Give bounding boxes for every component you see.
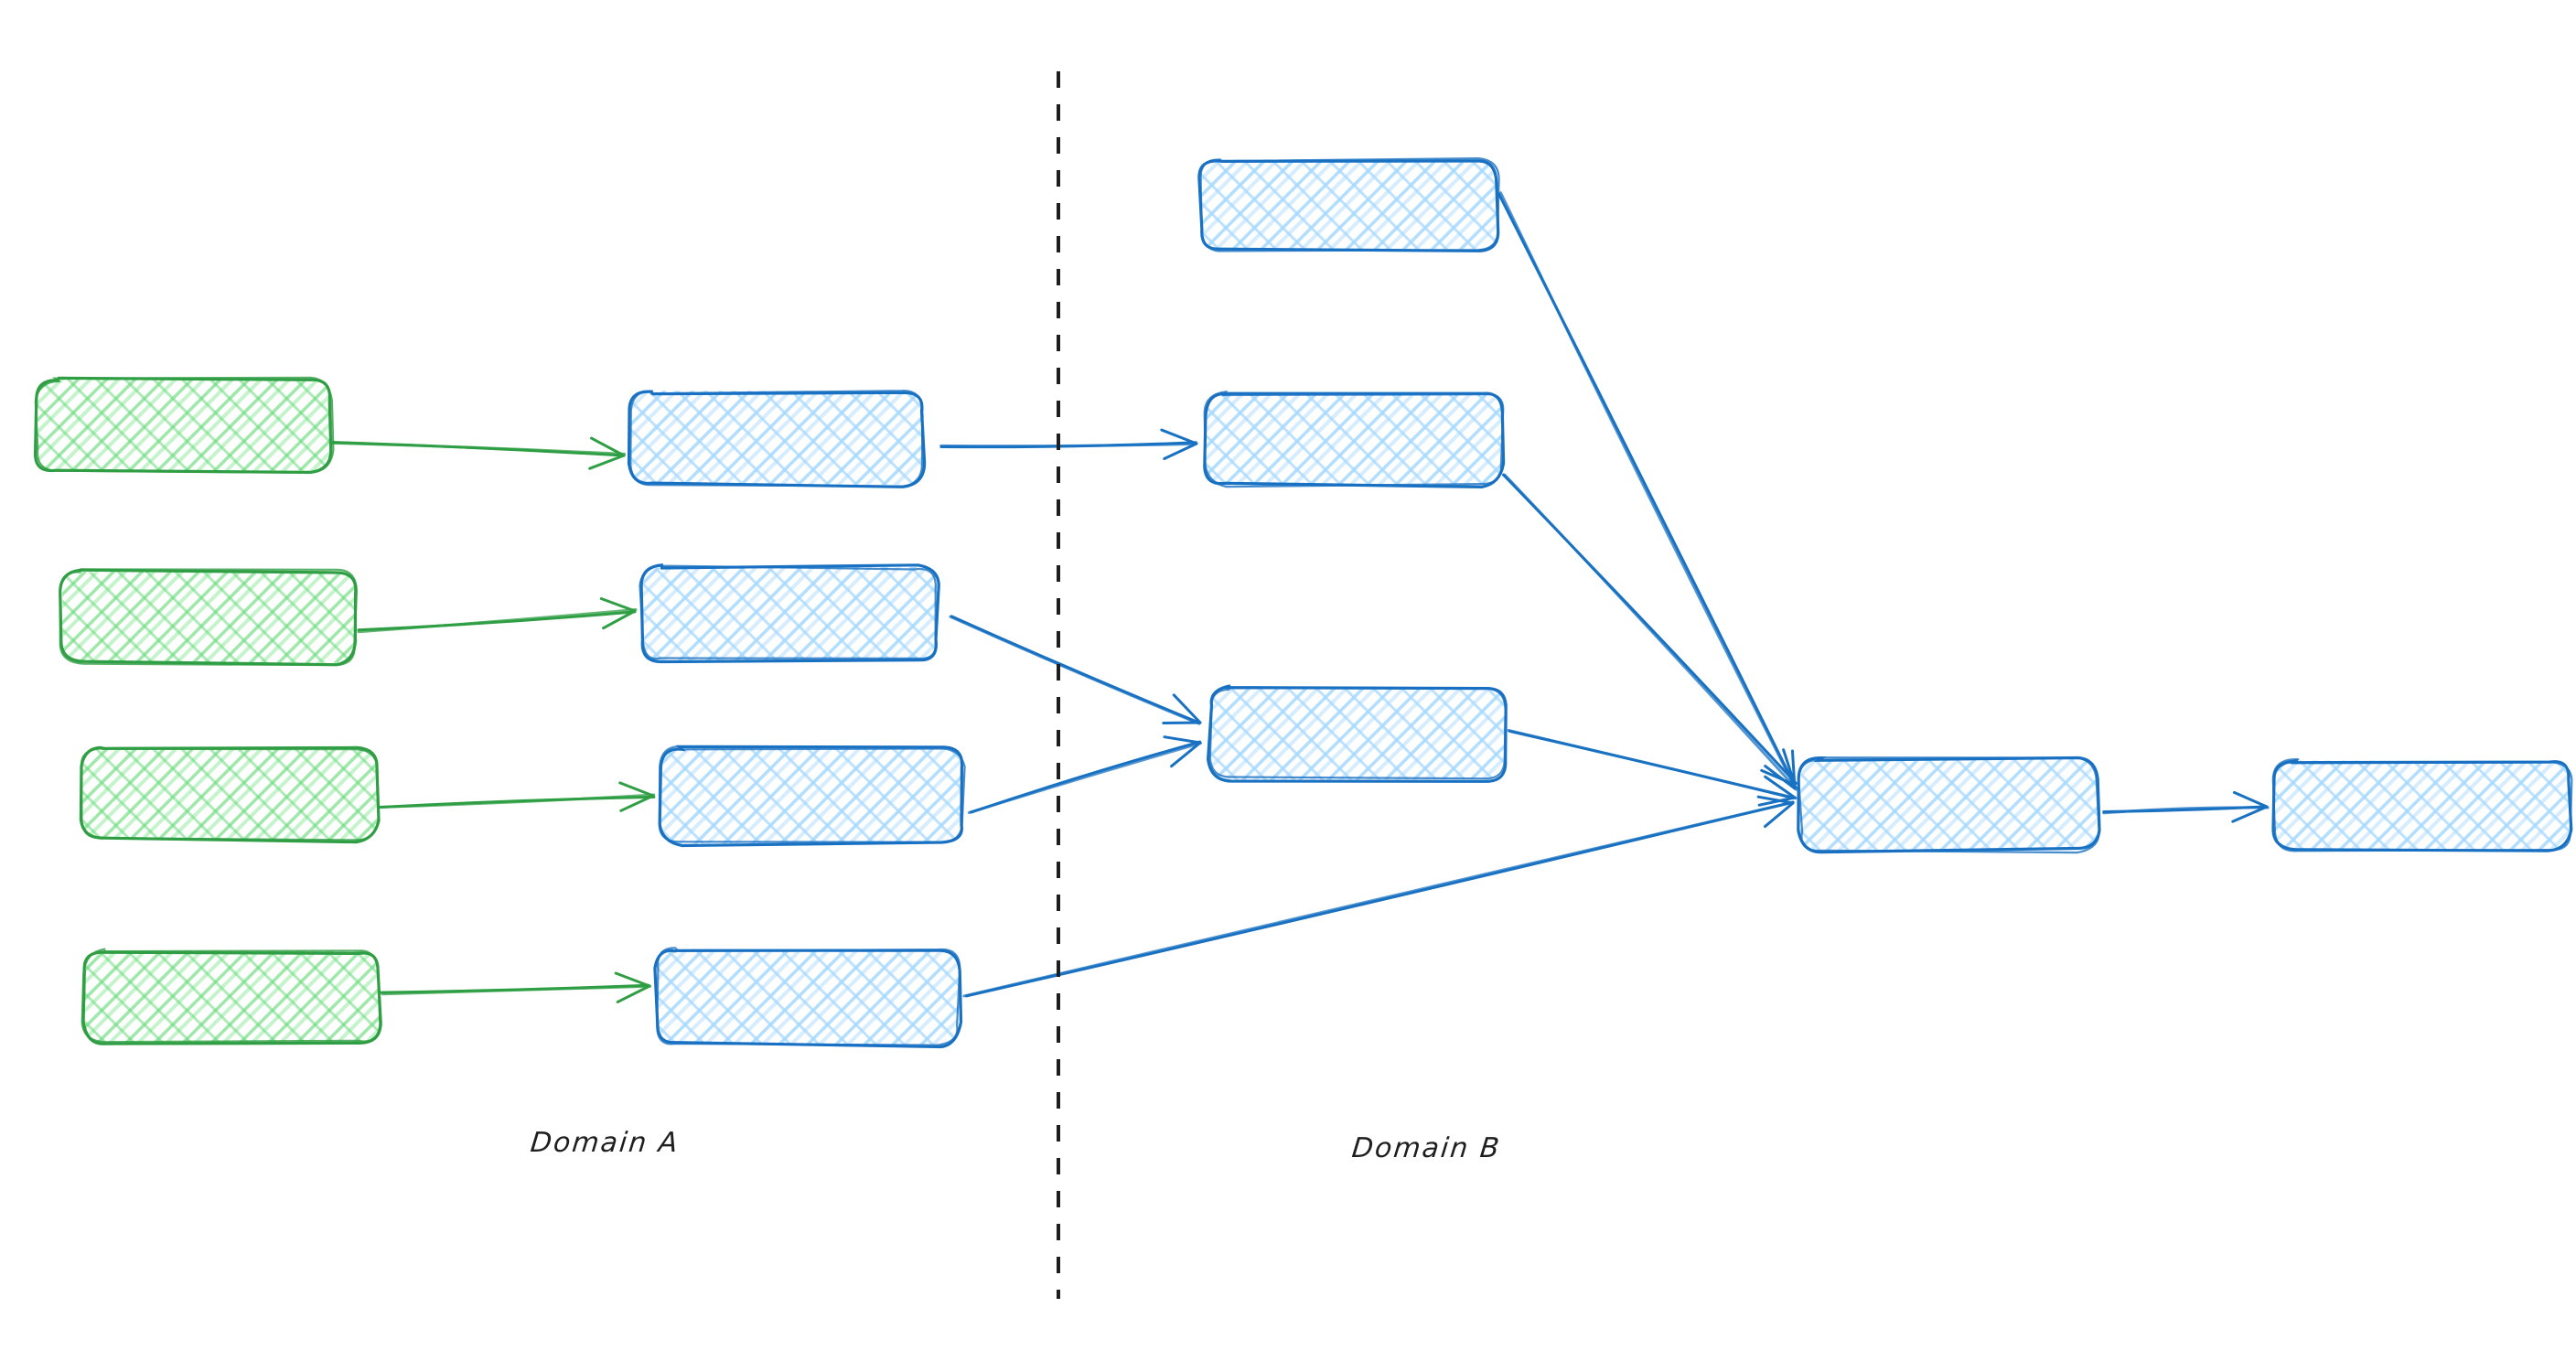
- node-b-mid[interactable]: [1203, 391, 1506, 489]
- edge-a-src-2-to-a-mid-2[interactable]: [357, 597, 638, 634]
- node-b-out[interactable]: [2271, 757, 2573, 852]
- edge-b-hub-to-b-out[interactable]: [2102, 790, 2270, 823]
- edge-a-src-4-to-a-mid-4[interactable]: [380, 971, 651, 1003]
- node-a-src-1[interactable]: [33, 376, 335, 475]
- edge-a-src-3-to-a-mid-3[interactable]: [379, 781, 656, 812]
- edge-a-mid-1-to-b-mid[interactable]: [939, 428, 1198, 460]
- edge-a-mid-3-to-b-low[interactable]: [967, 735, 1202, 814]
- node-layer: [33, 156, 2573, 1049]
- domain-a-label: Domain A: [529, 1127, 682, 1159]
- edge-layer: [330, 191, 2270, 1003]
- edge-b-low-to-b-hub[interactable]: [1507, 728, 1798, 807]
- node-a-mid-2[interactable]: [639, 563, 940, 664]
- domain-b-label: Domain B: [1350, 1132, 1503, 1164]
- edge-b-top-to-b-hub[interactable]: [1497, 191, 1798, 791]
- edge-a-mid-4-to-b-hub[interactable]: [962, 795, 1795, 998]
- node-a-src-3[interactable]: [79, 745, 381, 844]
- edge-a-src-1-to-a-mid-1[interactable]: [330, 436, 627, 470]
- edge-a-mid-2-to-b-low[interactable]: [949, 615, 1202, 725]
- node-a-mid-4[interactable]: [653, 947, 963, 1049]
- node-a-src-2[interactable]: [59, 568, 359, 667]
- edge-b-mid-to-b-hub[interactable]: [1502, 473, 1798, 788]
- node-b-low[interactable]: [1206, 684, 1508, 783]
- node-a-src-4[interactable]: [80, 948, 382, 1045]
- node-b-top[interactable]: [1197, 156, 1500, 252]
- node-a-mid-3[interactable]: [658, 745, 966, 848]
- node-a-mid-1[interactable]: [627, 390, 927, 488]
- node-b-hub[interactable]: [1797, 756, 2101, 854]
